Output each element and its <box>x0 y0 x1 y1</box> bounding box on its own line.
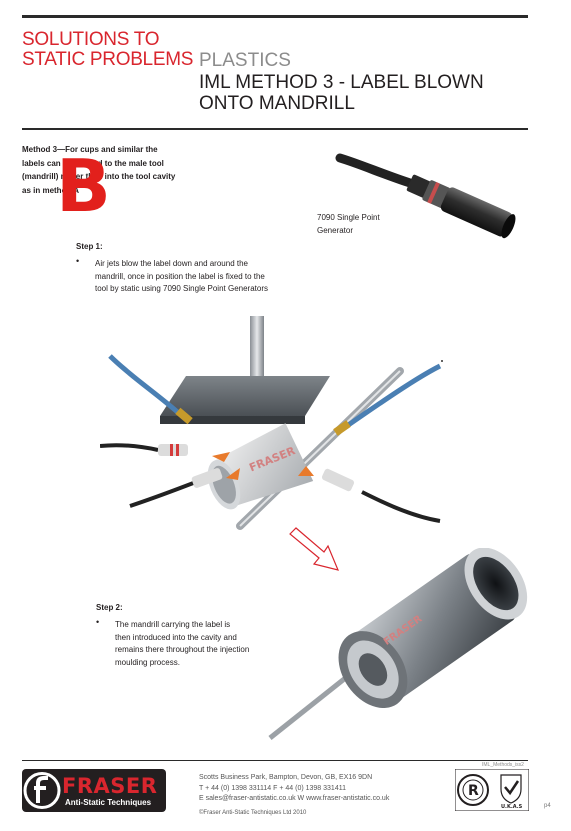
section-heading: SOLUTIONS TO STATIC PROBLEMS <box>22 30 193 70</box>
page-title-line1: IML METHOD 3 - LABEL BLOWN <box>199 72 484 93</box>
top-rule <box>22 15 528 18</box>
step2-heading: Step 2: <box>96 603 123 612</box>
intro-text: Method 3—For cups and similar the labels… <box>22 143 197 197</box>
footer-email-web: E sales@fraser-antistatic.co.uk W www.fr… <box>199 795 390 802</box>
step1-heading: Step 1: <box>76 242 103 251</box>
document-reference: IML_Methods_iss2 <box>482 762 524 768</box>
generator-caption: 7090 Single Point Generator <box>317 211 417 237</box>
step1-bullet: • <box>76 256 80 266</box>
fraser-logo <box>22 769 166 812</box>
footer-rule <box>22 760 528 761</box>
step2-line: then introduced into the cavity and <box>115 632 237 642</box>
mandrill-cavity-illustration: FRASER <box>268 548 528 740</box>
step2-bullet: • <box>96 617 100 627</box>
transition-arrow <box>289 527 340 571</box>
ukas-text: U.K.A.S <box>501 804 523 810</box>
step1-line: mandrill, once in position the label is … <box>95 271 265 281</box>
certification-badges: R U.K.A.S <box>455 769 529 811</box>
step1-text: Air jets blow the label down and around … <box>95 258 305 296</box>
intro-line: Method 3—For cups and similar the <box>22 145 158 154</box>
header-rule <box>22 128 528 130</box>
page-title: IML METHOD 3 - LABEL BLOWN ONTO MANDRILL <box>199 72 509 114</box>
label-blowing-illustration: FRASER <box>100 316 443 530</box>
footer-contact: Scotts Business Park, Bampton, Devon, GB… <box>199 773 389 805</box>
step2-text: The mandrill carrying the label is then … <box>115 619 295 669</box>
logo-tagline: Anti-Static Techniques <box>62 797 155 808</box>
step2-line: remains there throughout the injection <box>115 645 250 654</box>
intro-line: (mandrill) rather than into the tool cav… <box>22 172 176 181</box>
step1-line: tool by static using 7090 Single Point G… <box>95 284 268 293</box>
section-heading-line1: SOLUTIONS TO <box>22 29 160 50</box>
step2-line: The mandrill carrying the label is <box>115 620 231 629</box>
logo-name: FRASER <box>62 774 158 798</box>
intro-line: labels can be applied to the male tool <box>22 158 164 168</box>
footer-phone: T + 44 (0) 1398 331114 F + 44 (0) 1398 3… <box>199 784 346 792</box>
overlay-letter: B <box>56 144 111 228</box>
page-title-line2: ONTO MANDRILL <box>199 93 355 114</box>
section-heading-line2: STATIC PROBLEMS <box>22 49 194 70</box>
category-label: PLASTICS <box>199 50 291 71</box>
step1-line: Air jets blow the label down and around … <box>95 259 248 268</box>
svg-text:R: R <box>468 783 479 799</box>
footer-copyright: ©Fraser Anti-Static Techniques Ltd 2010 <box>199 810 307 816</box>
footer-address: Scotts Business Park, Bampton, Devon, GB… <box>199 774 373 781</box>
page-number: p4 <box>544 803 551 809</box>
generator-caption-line2: Generator <box>317 226 354 235</box>
generator-caption-line1: 7090 Single Point <box>317 213 380 222</box>
step2-line: moulding process. <box>115 657 180 667</box>
generator-image <box>335 153 516 239</box>
intro-line: as in method A <box>22 185 80 195</box>
